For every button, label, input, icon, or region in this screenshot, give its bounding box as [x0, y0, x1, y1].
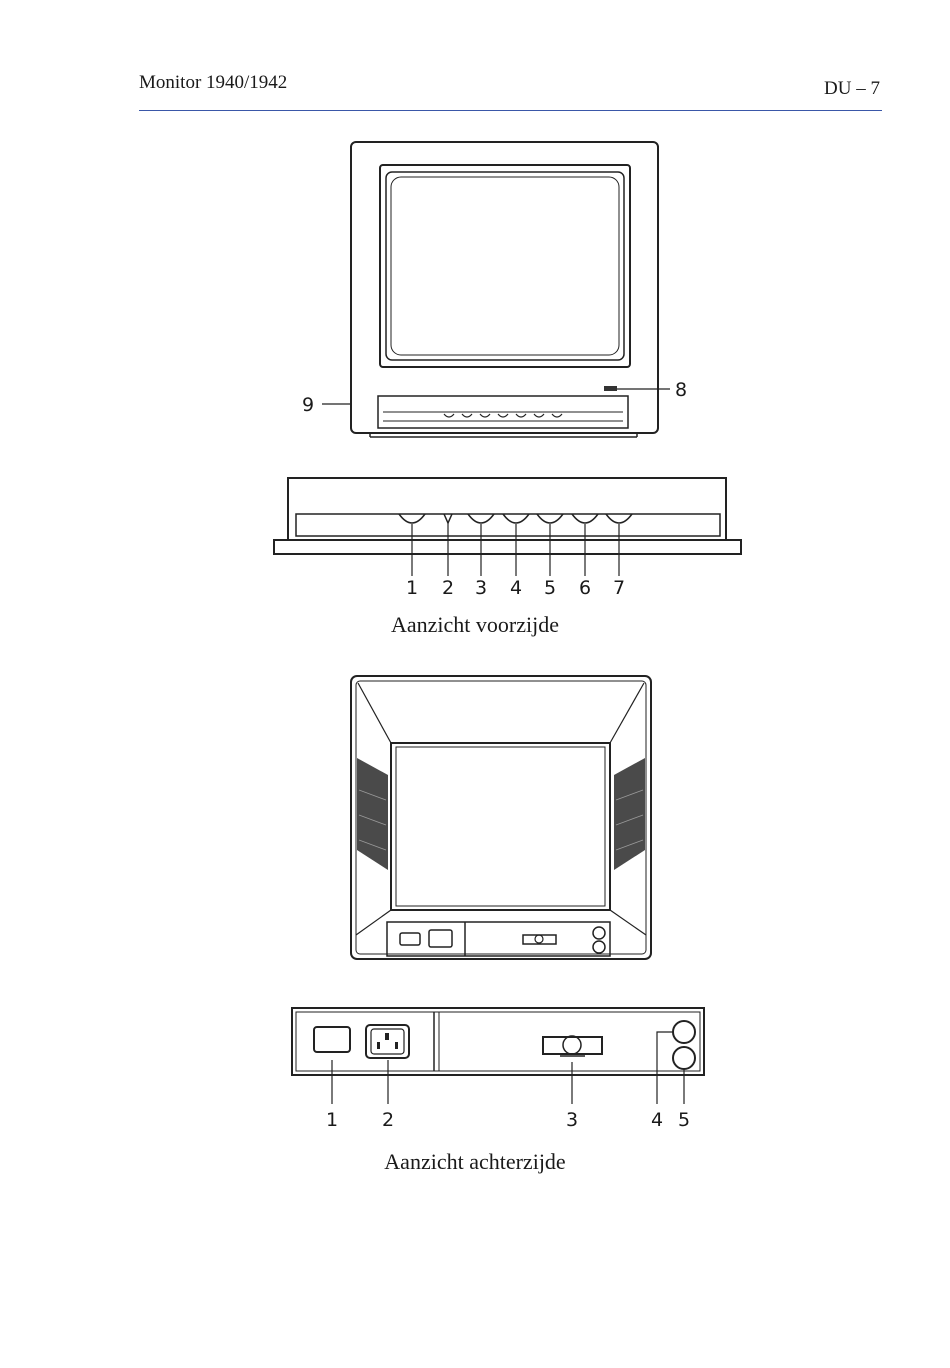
rear-panel-detail — [292, 1008, 704, 1104]
rear-view-caption: Aanzicht achterzijde — [0, 1149, 950, 1175]
callout-front-2: 2 — [442, 577, 454, 599]
callout-front-4: 4 — [510, 577, 522, 599]
callout-front-8: 8 — [675, 379, 687, 401]
callout-rear-4: 4 — [651, 1109, 663, 1131]
rear-monitor-drawing — [351, 676, 651, 959]
front-view-caption: Aanzicht voorzijde — [0, 612, 950, 638]
front-panel-detail — [274, 478, 741, 576]
callout-rear-3: 3 — [566, 1109, 578, 1131]
callout-front-5: 5 — [544, 577, 556, 599]
front-monitor-drawing — [322, 142, 670, 437]
callout-rear-5: 5 — [678, 1109, 690, 1131]
callout-rear-2: 2 — [382, 1109, 394, 1131]
callout-front-6: 6 — [579, 577, 591, 599]
callout-front-3: 3 — [475, 577, 487, 599]
callout-front-1: 1 — [406, 577, 418, 599]
callout-front-7: 7 — [613, 577, 625, 599]
callout-rear-1: 1 — [326, 1109, 338, 1131]
callout-front-9: 9 — [302, 394, 314, 416]
